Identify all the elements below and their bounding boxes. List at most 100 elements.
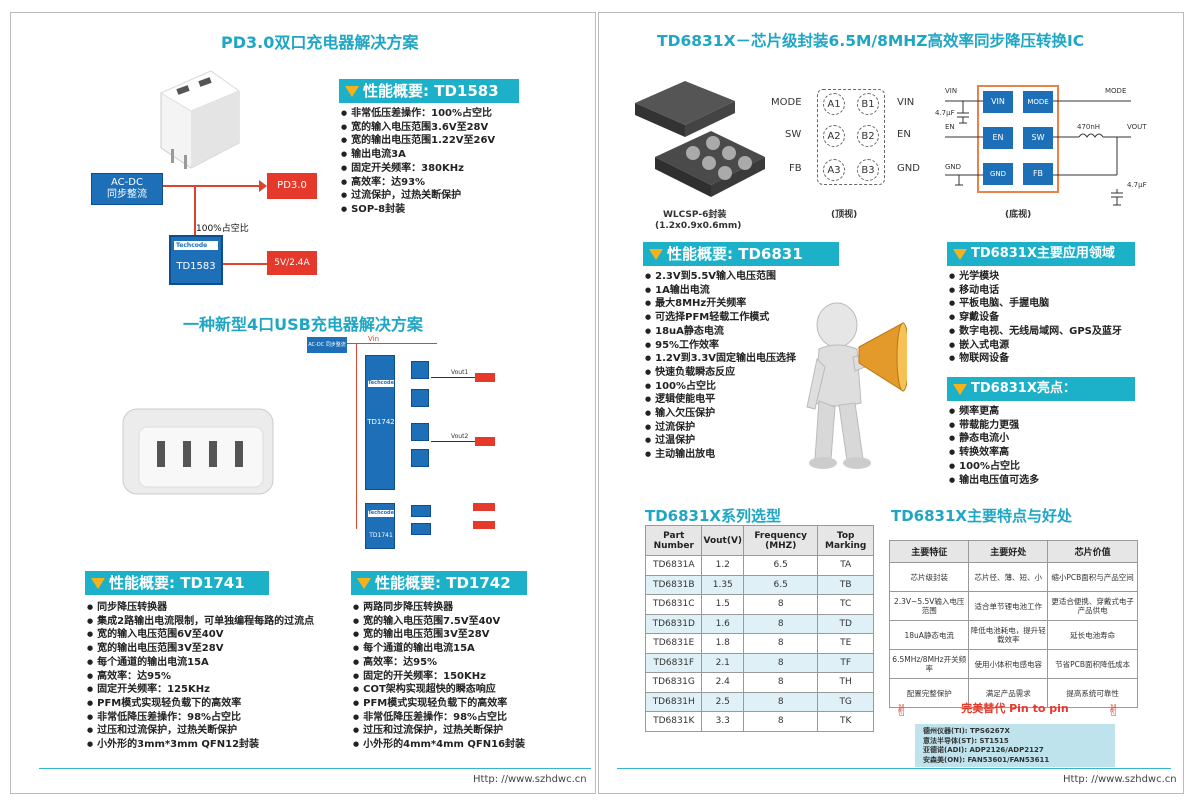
bullet-item: 1.2V到3.3V固定输出电压选择: [645, 352, 796, 366]
bullet-item: 宽的输入电压范围7.5V至40V: [353, 615, 525, 629]
connector-line: [347, 343, 437, 344]
usb-output-box: 5V/2.4A: [267, 251, 317, 275]
bullet-item: 同步降压转换器: [87, 601, 314, 615]
table-cell: 6.5: [743, 555, 819, 576]
bullet-item: 平板电脑、手握电脑: [949, 297, 1122, 311]
table-cell: 芯片级封装: [888, 562, 970, 592]
mosfet-chip: [411, 505, 431, 517]
table-cell: TH: [817, 672, 874, 693]
table-cell: 更适合便携、穿戴式电子产品供电: [1047, 591, 1138, 621]
table-cell: 2.4: [701, 672, 745, 693]
table-cell: 18uA静态电流: [888, 620, 970, 650]
table-cell: TD: [817, 613, 874, 634]
td1741-bullets: 同步降压转换器集成2路输出电流限制，可单独编程每路的过流点宽的输入电压范围6V至…: [87, 601, 314, 752]
bullet-item: 过温保护: [645, 434, 796, 448]
bullet-item: 输入欠压保护: [645, 407, 796, 421]
ball-b2: B2: [857, 125, 879, 147]
table-cell: TC: [817, 594, 874, 615]
circuit-cout: 4.7μF: [1127, 181, 1147, 189]
bullet-item: 嵌入式电源: [949, 339, 1122, 353]
pin-line: 意法半导体(ST): ST1515: [923, 736, 1009, 745]
table-cell: TA: [817, 555, 874, 576]
table-row: 6.5MHz/8MHz开关频率使用小体积电感电容节省PCB面积降低成本: [888, 649, 1138, 679]
circuit-vout: VOUT: [1127, 123, 1147, 131]
bullet-item: 固定开关频率：380KHz: [341, 162, 495, 176]
table-header: Frequency (MHZ): [743, 525, 819, 556]
table-cell: 2.5: [701, 691, 745, 712]
bullet-item: 18uA静态电流: [645, 325, 796, 339]
pad-en: EN: [983, 127, 1013, 149]
bullet-item: 过压和过流保护，过热关断保护: [87, 724, 314, 738]
mosfet-chip: [411, 423, 429, 441]
td1583-chip-box: Techcode TD1583: [169, 235, 223, 285]
hand-icon: ✌: [895, 701, 909, 720]
circuit-en: EN: [945, 123, 955, 131]
bullet-item: 100%占空比: [949, 460, 1039, 474]
triangle-icon: [91, 578, 105, 589]
arrow-icon: [259, 180, 267, 192]
pin-sw: SW: [785, 129, 802, 140]
bullet-item: COT架构实现超快的瞬态响应: [353, 683, 525, 697]
ball-a2: A2: [823, 125, 845, 147]
bullet-item: PFM模式实现轻负载下的高效率: [87, 697, 314, 711]
bullet-item: 输出电压值可选多: [949, 474, 1039, 488]
ball-b1: B1: [857, 93, 879, 115]
table-cell: 提高系统可靠性: [1047, 678, 1138, 708]
apps-bullets: 光学模块移动电话平板电脑、手握电脑穿戴设备数字电视、无线局域网、GPS及蓝牙嵌入…: [949, 270, 1122, 366]
bullet-item: PFM模式实现轻负载下的高效率: [353, 697, 525, 711]
bullet-item: 高效率：达95%: [87, 670, 314, 684]
circuit-vin: VIN: [945, 87, 958, 95]
bullet-item: 非常低降压差操作：98%占空比: [353, 711, 525, 725]
footer-line: [39, 768, 591, 769]
right-page: TD6831X－芯片级封装6.5M/8MHZ高效率同步降压转换IC WLCSP-…: [598, 12, 1184, 794]
highlights-bullets: 频率更高带载能力更强静态电流小转换效率高100%占空比输出电压值可选多: [949, 405, 1039, 487]
table-cell: TD6831H: [644, 691, 703, 712]
bullet-item: 穿戴设备: [949, 311, 1122, 325]
footer-line: [617, 768, 1171, 769]
apps-header: TD6831X主要应用领域: [947, 242, 1135, 266]
td1742-chip-box: Techcode TD1742: [365, 355, 395, 490]
bullet-item: 带载能力更强: [949, 419, 1039, 433]
connector-line: [223, 263, 267, 265]
bullet-item: 主动输出放电: [645, 448, 796, 462]
vout1-label: Vout1: [451, 369, 469, 376]
circuit-cin: 4.7μF: [935, 109, 955, 117]
table-cell: 1.5: [701, 594, 745, 615]
table-cell: TE: [817, 633, 874, 654]
bullet-item: 宽的输出电压范围3V至28V: [353, 628, 525, 642]
table-cell: TF: [817, 652, 874, 673]
td1583-header: 性能概要: TD1583: [339, 79, 519, 103]
top-view-label: (顶视): [831, 210, 858, 220]
bullet-item: 每个通道的输出电流15A: [87, 656, 314, 670]
table-cell: TD6831A: [644, 555, 703, 576]
table-cell: 1.8: [701, 633, 745, 654]
table-cell: 延长电池寿命: [1047, 620, 1138, 650]
bullet-item: 高效率：达93%: [341, 176, 495, 190]
bullet-item: 过流保护，过热关断保护: [341, 189, 495, 203]
triangle-icon: [649, 249, 663, 260]
bullet-item: 每个通道的输出电流15A: [353, 642, 525, 656]
ball-b3: B3: [857, 159, 879, 181]
usb-output-box: [473, 521, 495, 529]
mosfet-chip: [411, 389, 429, 407]
bullet-item: 转换效率高: [949, 446, 1039, 460]
table-cell: 适合单节锂电池工作: [968, 591, 1049, 621]
table-cell: 8: [743, 594, 819, 615]
pin-mode: MODE: [771, 97, 802, 108]
table-cell: 1.35: [701, 574, 745, 595]
bullet-item: 宽的输出电压范围3V至28V: [87, 642, 314, 656]
table-cell: 2.3V~5.5V输入电压范围: [888, 591, 970, 621]
hand-icon: ✌: [1107, 701, 1121, 720]
connector-line: [431, 377, 475, 378]
usb4-title: 一种新型4口USB充电器解决方案: [183, 315, 423, 334]
pd30-title: PD3.0双口充电器解决方案: [221, 33, 419, 52]
bullet-item: 过压和过流保护，过热关断保护: [353, 724, 525, 738]
